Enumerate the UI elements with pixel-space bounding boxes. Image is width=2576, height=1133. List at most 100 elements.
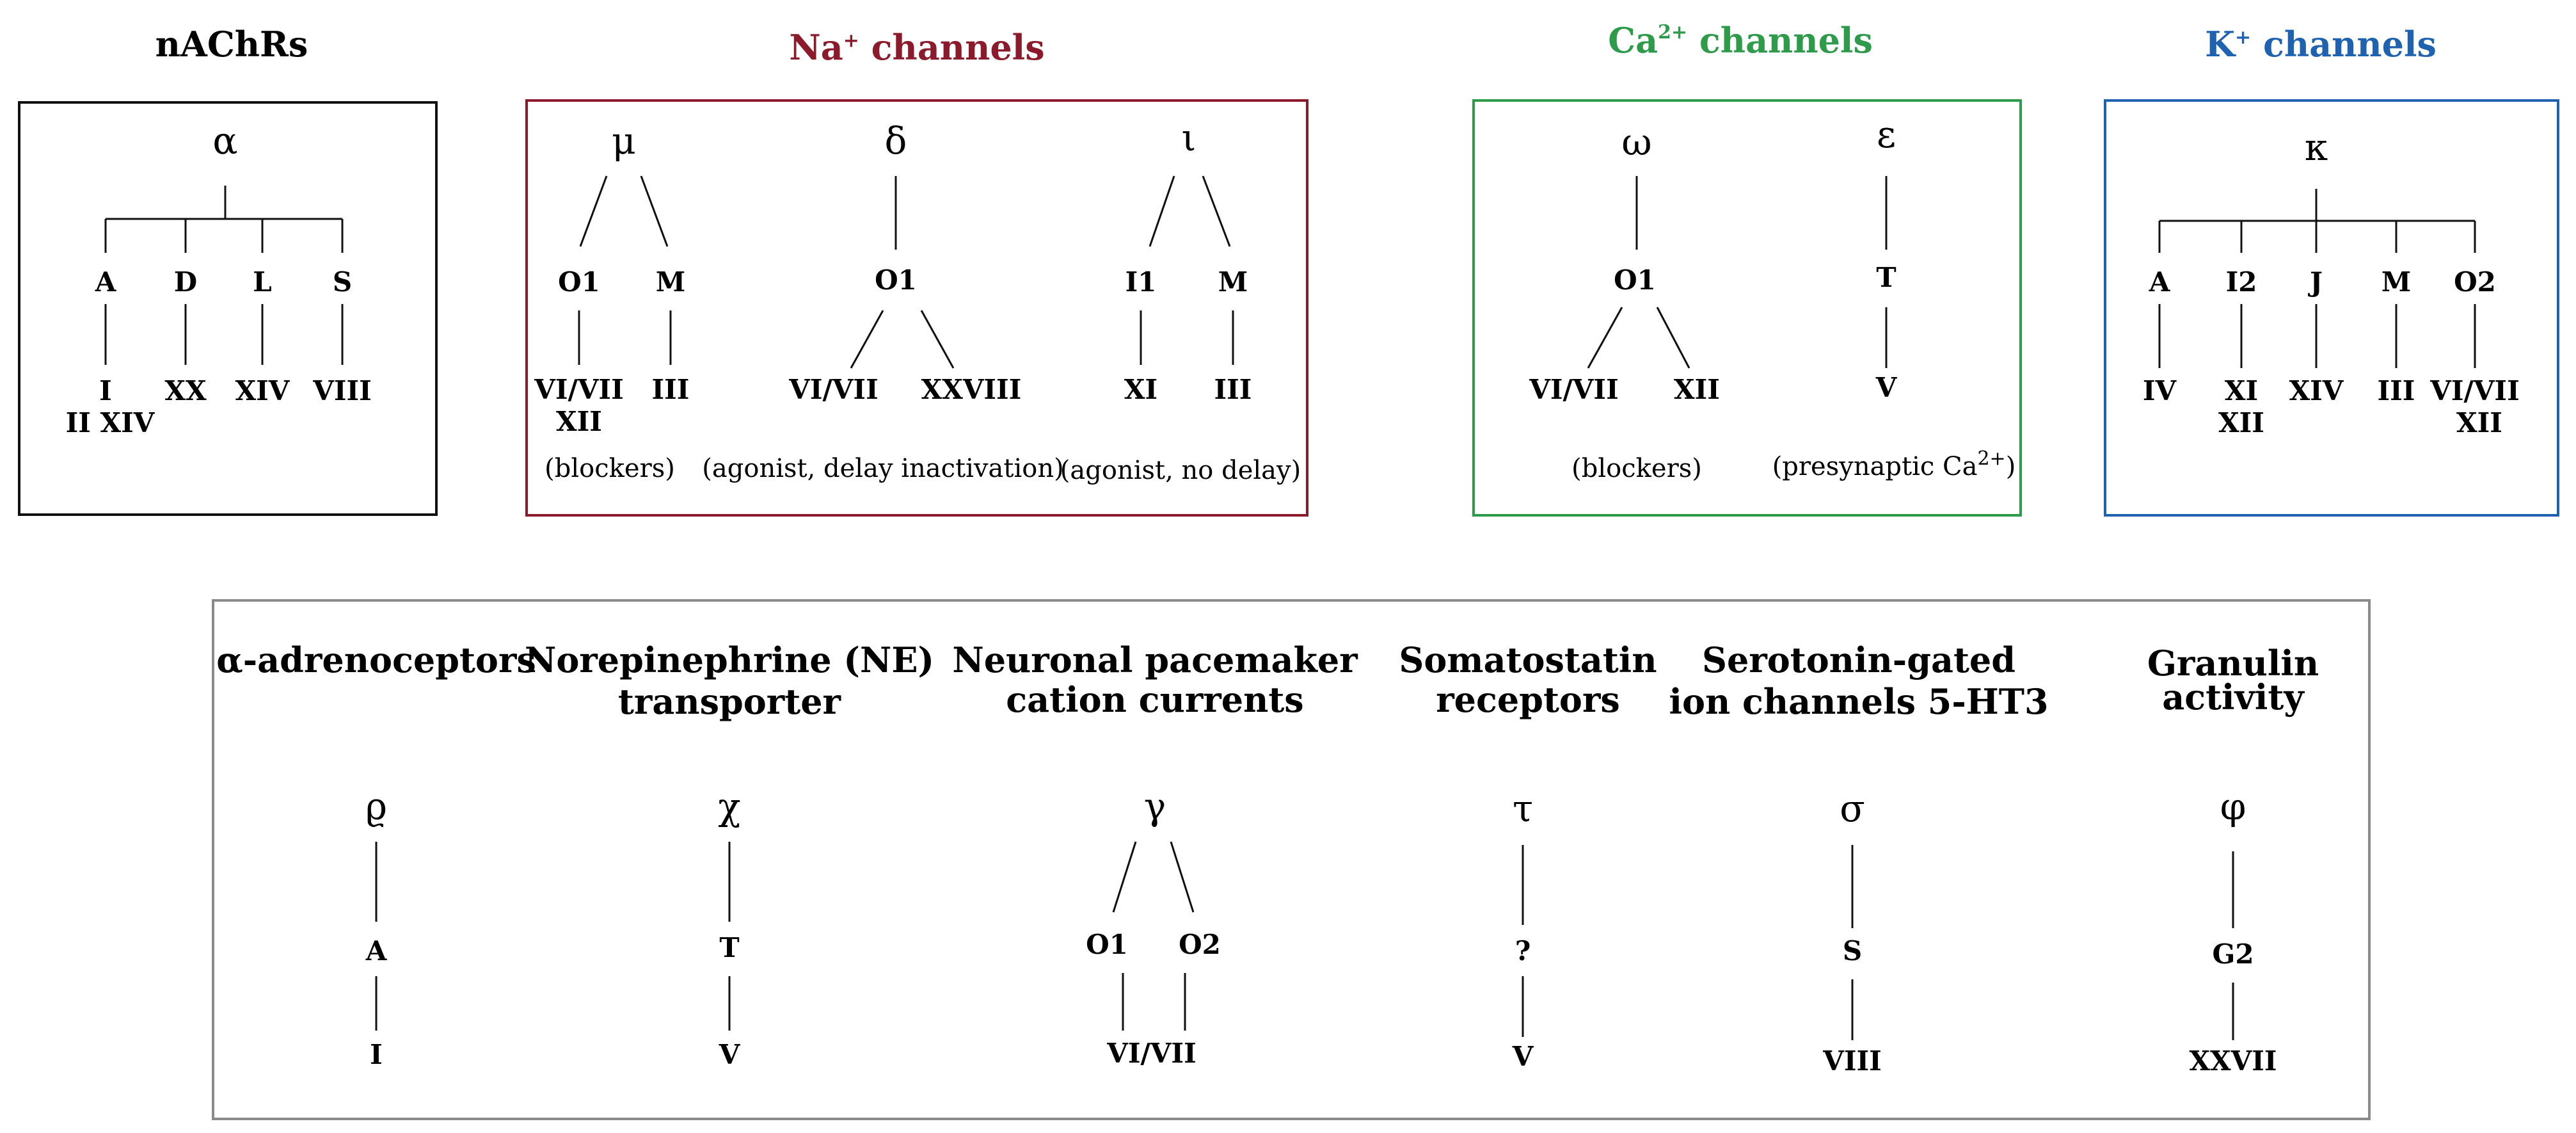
ca-node-o1: O1 [1614, 264, 1656, 296]
na-node-m-iota: M [1218, 266, 1248, 298]
somatostatin-title-2: receptors [1436, 679, 1620, 720]
na-root-mu: μ [612, 119, 636, 163]
bottom-panel: α-adrenoceptors ϱ A I Norepinephrine (NE… [212, 599, 2371, 1120]
somatostatin-node: ? [1515, 935, 1531, 967]
na-node-o1-delta: O1 [875, 264, 917, 296]
ca-root-omega: ω [1621, 120, 1651, 164]
somatostatin-group: Somatostatin receptors τ ? V [1399, 639, 1657, 1072]
ca-title: Ca2+ channels [1608, 20, 1873, 61]
pacemaker-root: γ [1144, 785, 1166, 828]
serotonin-title-2: ion channels 5-HT3 [1669, 681, 2048, 722]
k-roman-i2: XI [2225, 375, 2258, 406]
na-title: Na+ channels [789, 27, 1044, 68]
nachr-roman-l: XIV [235, 375, 290, 406]
granulin-roman: XXVII [2189, 1045, 2277, 1077]
nachr-roman-s: VIII [312, 375, 372, 406]
na-note-mu: (blockers) [545, 454, 675, 483]
ca-roman-epsilon: V [1875, 372, 1898, 403]
na-frame [525, 99, 1308, 517]
ca-panel: Ca2+ channels ω O1 VI/VII XII (blockers)… [1472, 20, 2022, 517]
nachr-node-s: S [333, 266, 352, 298]
na-note-delta: (agonist, delay inactivation) [702, 454, 1063, 483]
ne-transporter-title-1: Norepinephrine (NE) [525, 639, 934, 680]
granulin-group: Granulin activity φ G2 XXVII [2147, 643, 2319, 1077]
na-roman-mu-right: III [652, 374, 690, 405]
na-tree-lines [578, 175, 1234, 369]
k-node-i2: I2 [2226, 266, 2257, 298]
adrenoceptor-group: α-adrenoceptors ϱ A I [216, 639, 536, 1070]
na-panel: Na+ channels μ O1 M VI/VII XII III (bloc… [525, 27, 1308, 517]
na-node-o1-mu: O1 [558, 266, 600, 298]
granulin-title-2: activity [2162, 677, 2305, 718]
na-roman-mu-left: VI/VII [534, 374, 623, 405]
somatostatin-root: τ [1513, 787, 1533, 830]
k-panel: K+ channels κ A I2 J M O2 IV XI XII XIV … [2104, 24, 2559, 517]
adrenoceptor-roman: I [370, 1039, 383, 1070]
serotonin-title-1: Serotonin-gated [1702, 639, 2015, 680]
k-node-o2: O2 [2454, 266, 2496, 298]
adrenoceptor-title: α-adrenoceptors [216, 639, 536, 680]
ca-note-epsilon: (presynaptic Ca2+) [1772, 447, 2016, 481]
na-root-delta: δ [885, 119, 907, 163]
na-root-iota: ι [1182, 116, 1197, 159]
granulin-root: φ [2220, 785, 2246, 828]
na-roman-delta-left: VI/VII [788, 374, 878, 405]
ne-transporter-group: Norepinephrine (NE) transporter χ T V [525, 639, 934, 1070]
granulin-title-1: Granulin [2147, 643, 2319, 684]
k-roman-a: IV [2143, 375, 2177, 406]
pacemaker-title-1: Neuronal pacemaker [952, 639, 1358, 680]
ca-root-epsilon: ε [1877, 113, 1896, 156]
ca-frame [1472, 99, 2022, 517]
k-root-kappa: κ [2305, 125, 2328, 169]
k-tree-lines [2158, 189, 2476, 368]
pacemaker-node-o1: O1 [1086, 929, 1128, 960]
nachr-node-d: D [174, 266, 197, 298]
nachr-root-alpha: α [212, 119, 237, 163]
k-roman-o2-2: XII [2456, 407, 2502, 438]
ne-transporter-roman: V [719, 1039, 741, 1070]
ne-transporter-root: χ [718, 785, 740, 828]
ne-transporter-title-2: transporter [618, 681, 841, 722]
k-roman-j: XIV [2289, 375, 2344, 406]
ca-tree-lines [1587, 176, 1888, 369]
na-roman-mu-left-2: XII [556, 406, 602, 437]
ca-node-t: T [1876, 262, 1896, 293]
nachr-node-a: A [95, 266, 117, 298]
serotonin-roman: VIII [1822, 1045, 1882, 1077]
nachr-frame [18, 101, 438, 516]
serotonin-group: Serotonin-gated ion channels 5-HT3 σ S V… [1669, 639, 2048, 1077]
adrenoceptor-node: A [365, 935, 388, 967]
na-note-iota: (agonist, no delay) [1060, 456, 1301, 485]
pacemaker-title-2: cation currents [1006, 679, 1303, 720]
k-node-m: M [2381, 266, 2412, 298]
k-frame [2104, 99, 2559, 517]
somatostatin-title-1: Somatostatin [1399, 639, 1657, 680]
k-node-j: J [2307, 266, 2323, 298]
serotonin-root: σ [1840, 787, 1865, 830]
na-node-i1-iota: I1 [1125, 266, 1157, 298]
nachr-panel: nAChRs α A D L S I II XIV XX XIV VIII [18, 24, 438, 516]
k-node-a: A [2149, 266, 2171, 298]
pacemaker-node-o2: O2 [1179, 929, 1221, 960]
ca-note-omega: (blockers) [1571, 454, 1702, 483]
nachr-node-l: L [253, 266, 272, 298]
serotonin-node: S [1843, 935, 1862, 967]
granulin-node: G2 [2212, 938, 2254, 970]
bottom-frame [212, 599, 2371, 1120]
na-roman-iota-left: XI [1124, 374, 1157, 405]
ca-roman-omega-left: VI/VII [1529, 374, 1618, 405]
k-roman-m: III [2378, 375, 2415, 406]
ca-roman-omega-right: XII [1674, 374, 1720, 405]
nachr-roman-a: I [99, 375, 112, 406]
nachr-roman-a-2: II XIV [66, 407, 155, 438]
na-node-m-mu: M [656, 266, 686, 298]
adrenoceptor-root: ϱ [365, 785, 387, 828]
pacemaker-group: Neuronal pacemaker cation currents γ O1 … [952, 639, 1358, 1069]
nachr-roman-d: XX [164, 375, 207, 406]
ne-transporter-node: T [719, 932, 739, 963]
nachr-title: nAChRs [155, 24, 308, 65]
somatostatin-roman: V [1512, 1041, 1534, 1072]
na-roman-delta-right: XXVIII [921, 374, 1022, 405]
na-roman-iota-right: III [1214, 374, 1252, 405]
